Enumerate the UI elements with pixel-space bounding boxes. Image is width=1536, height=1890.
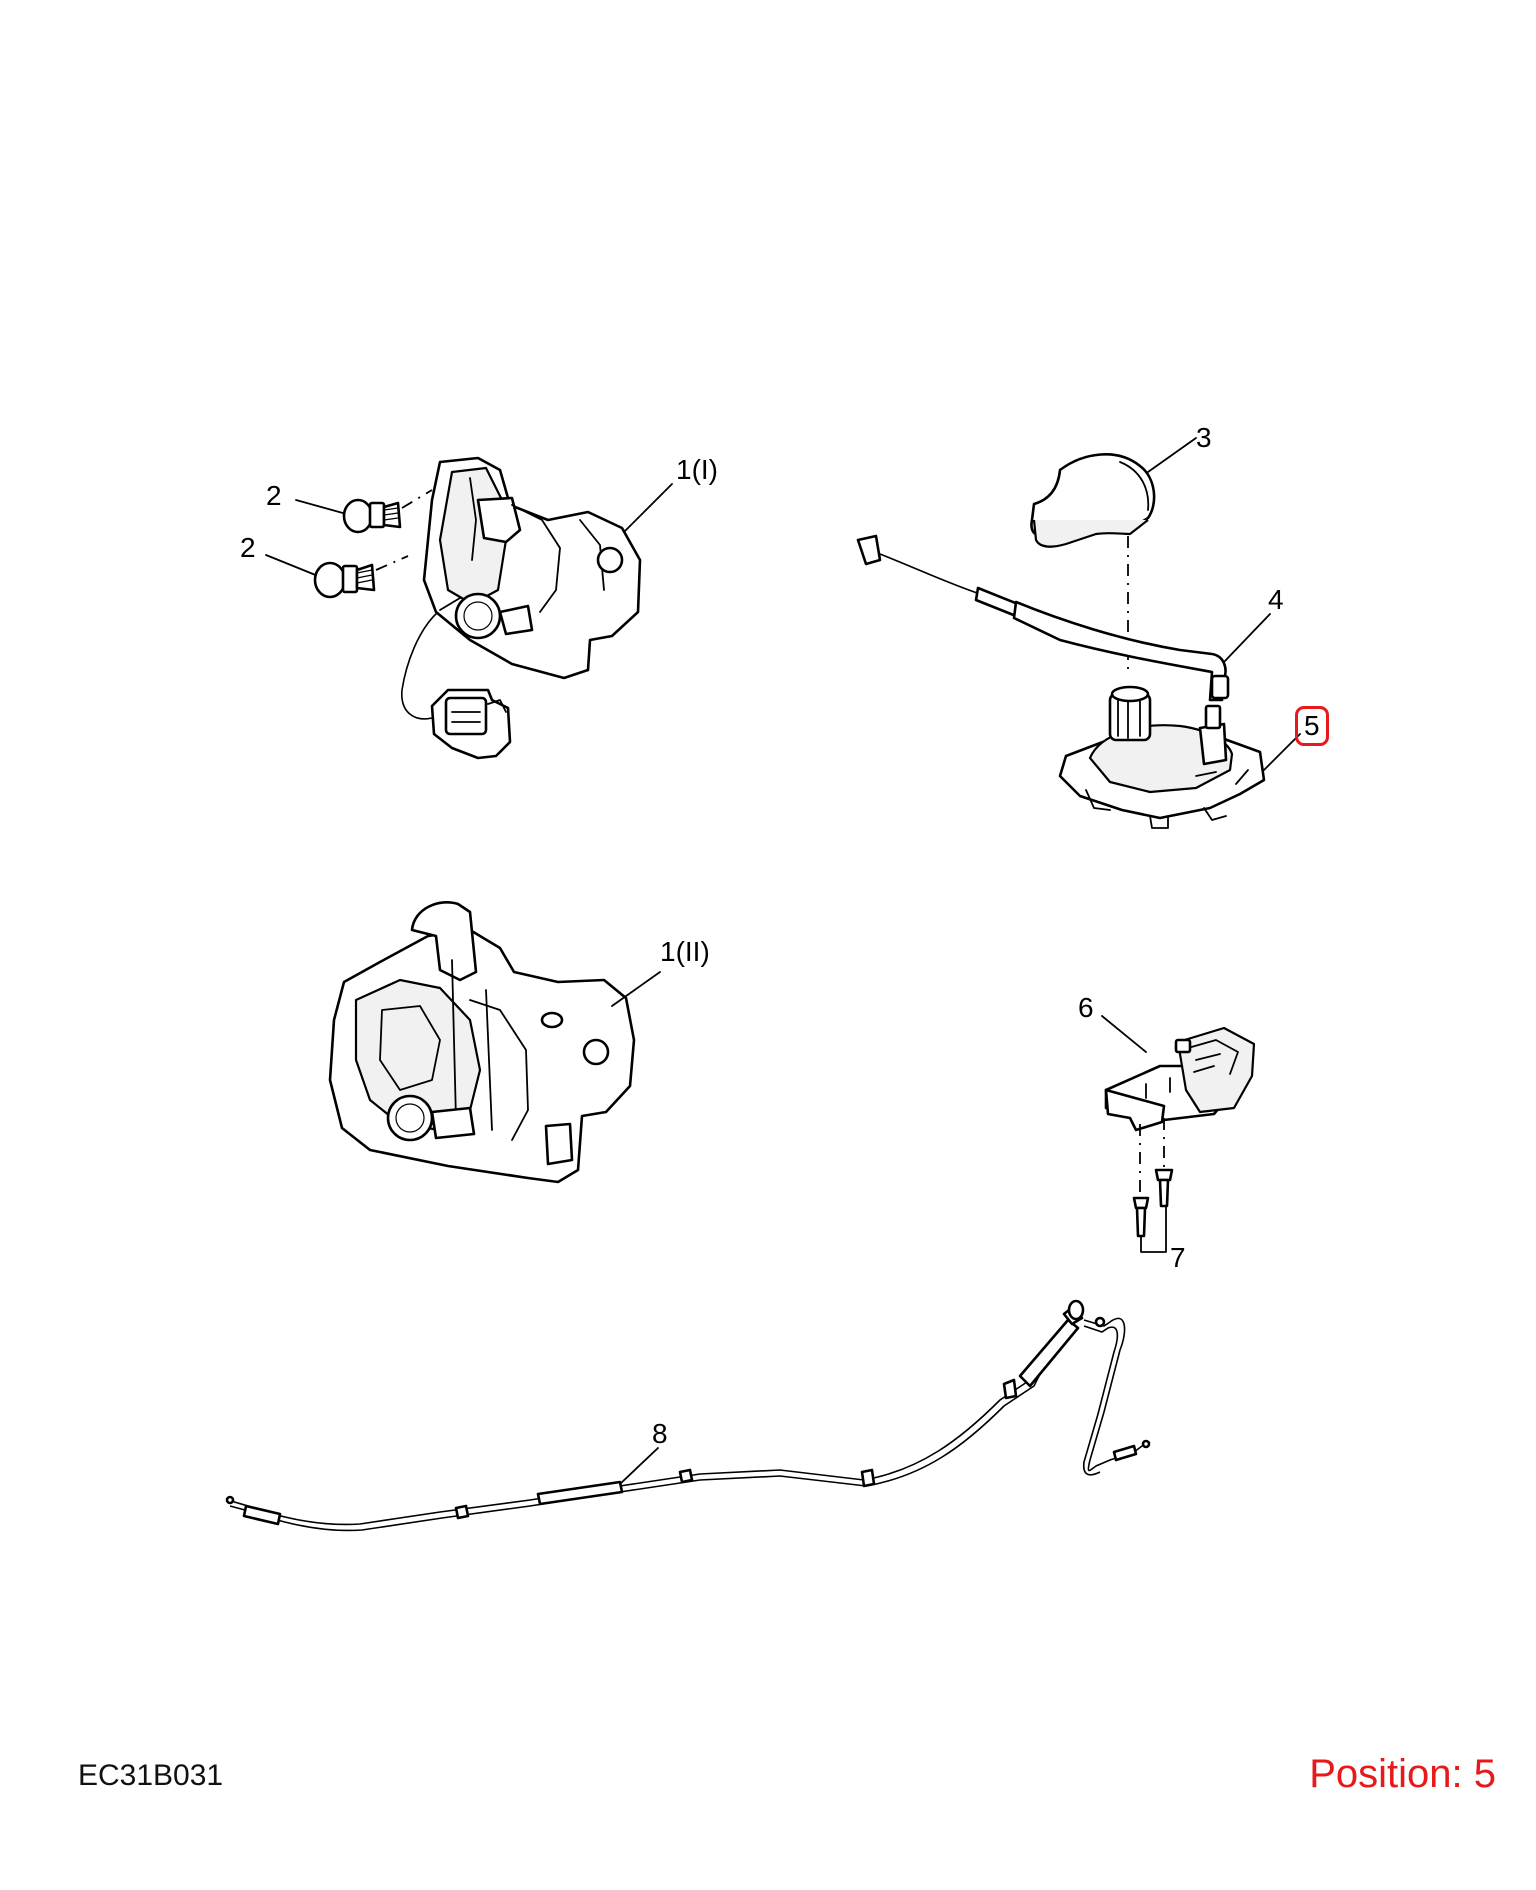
callout-label-8[interactable]: 8: [652, 1418, 668, 1449]
callout-label-1-i[interactable]: 1(I): [676, 454, 718, 485]
diagram-code: EC31B031: [78, 1759, 224, 1792]
release-cable[interactable]: [856, 534, 1271, 702]
callout-label-5-highlighted[interactable]: 5: [1295, 706, 1329, 746]
bolt-upper[interactable]: [295, 489, 433, 534]
bolt-lower[interactable]: [265, 554, 409, 599]
position-indicator: Position: 5: [1309, 1752, 1496, 1796]
callout-label-1-ii[interactable]: 1(II): [660, 936, 710, 967]
callout-label-6[interactable]: 6: [1078, 992, 1094, 1023]
hood-release-cable[interactable]: [225, 1299, 1151, 1532]
callout-label-2-upper[interactable]: 2: [266, 480, 282, 511]
callout-label-2-lower[interactable]: 2: [240, 532, 256, 563]
callout-label-3[interactable]: 3: [1196, 422, 1212, 453]
callout-label-7[interactable]: 7: [1170, 1242, 1186, 1273]
release-handle[interactable]: [1030, 437, 1197, 672]
screws[interactable]: [1132, 1168, 1174, 1253]
handle-base[interactable]: [1058, 685, 1301, 829]
hood-latch-with-sensor[interactable]: [401, 456, 673, 760]
safety-catch-bracket[interactable]: [1101, 1015, 1256, 1200]
hood-latch-plain[interactable]: [328, 901, 661, 1184]
callout-label-4[interactable]: 4: [1268, 584, 1284, 615]
